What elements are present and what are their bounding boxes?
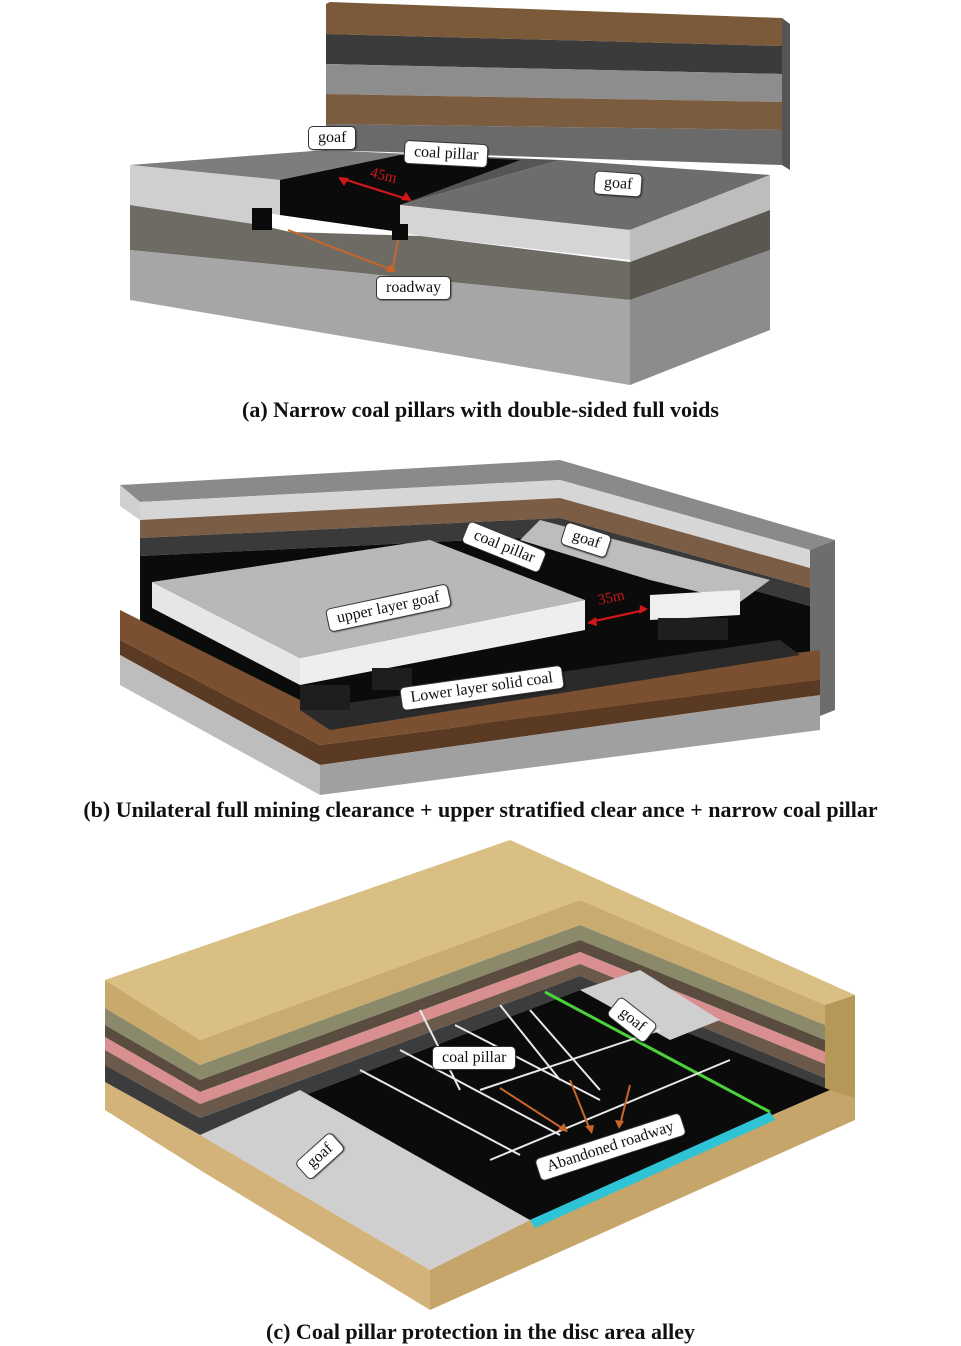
panel-c-block-diagram — [105, 840, 855, 1310]
panel-b: coal pillar goaf upper layer goaf Lower … — [0, 440, 961, 840]
label-coal-pillar-c: coal pillar — [432, 1046, 517, 1070]
panel-b-block-diagram — [120, 460, 835, 795]
label-roadway: roadway — [376, 276, 452, 300]
panel-a: goaf coal pillar goaf roadway 45m (a) Na… — [0, 0, 961, 440]
label-coal-pillar: coal pillar — [403, 139, 489, 169]
label-goaf-left: goaf — [308, 126, 357, 150]
caption-b: (b) Unilateral full mining clearance + u… — [83, 797, 878, 822]
caption-a: (a) Narrow coal pillars with double-side… — [242, 397, 719, 422]
panel-c: goaf coal pillar goaf Abandoned roadway … — [0, 840, 961, 1346]
panel-a-block-diagram — [130, 2, 790, 385]
caption-c: (c) Coal pillar protection in the disc a… — [266, 1319, 695, 1344]
label-goaf-right: goaf — [593, 170, 644, 198]
